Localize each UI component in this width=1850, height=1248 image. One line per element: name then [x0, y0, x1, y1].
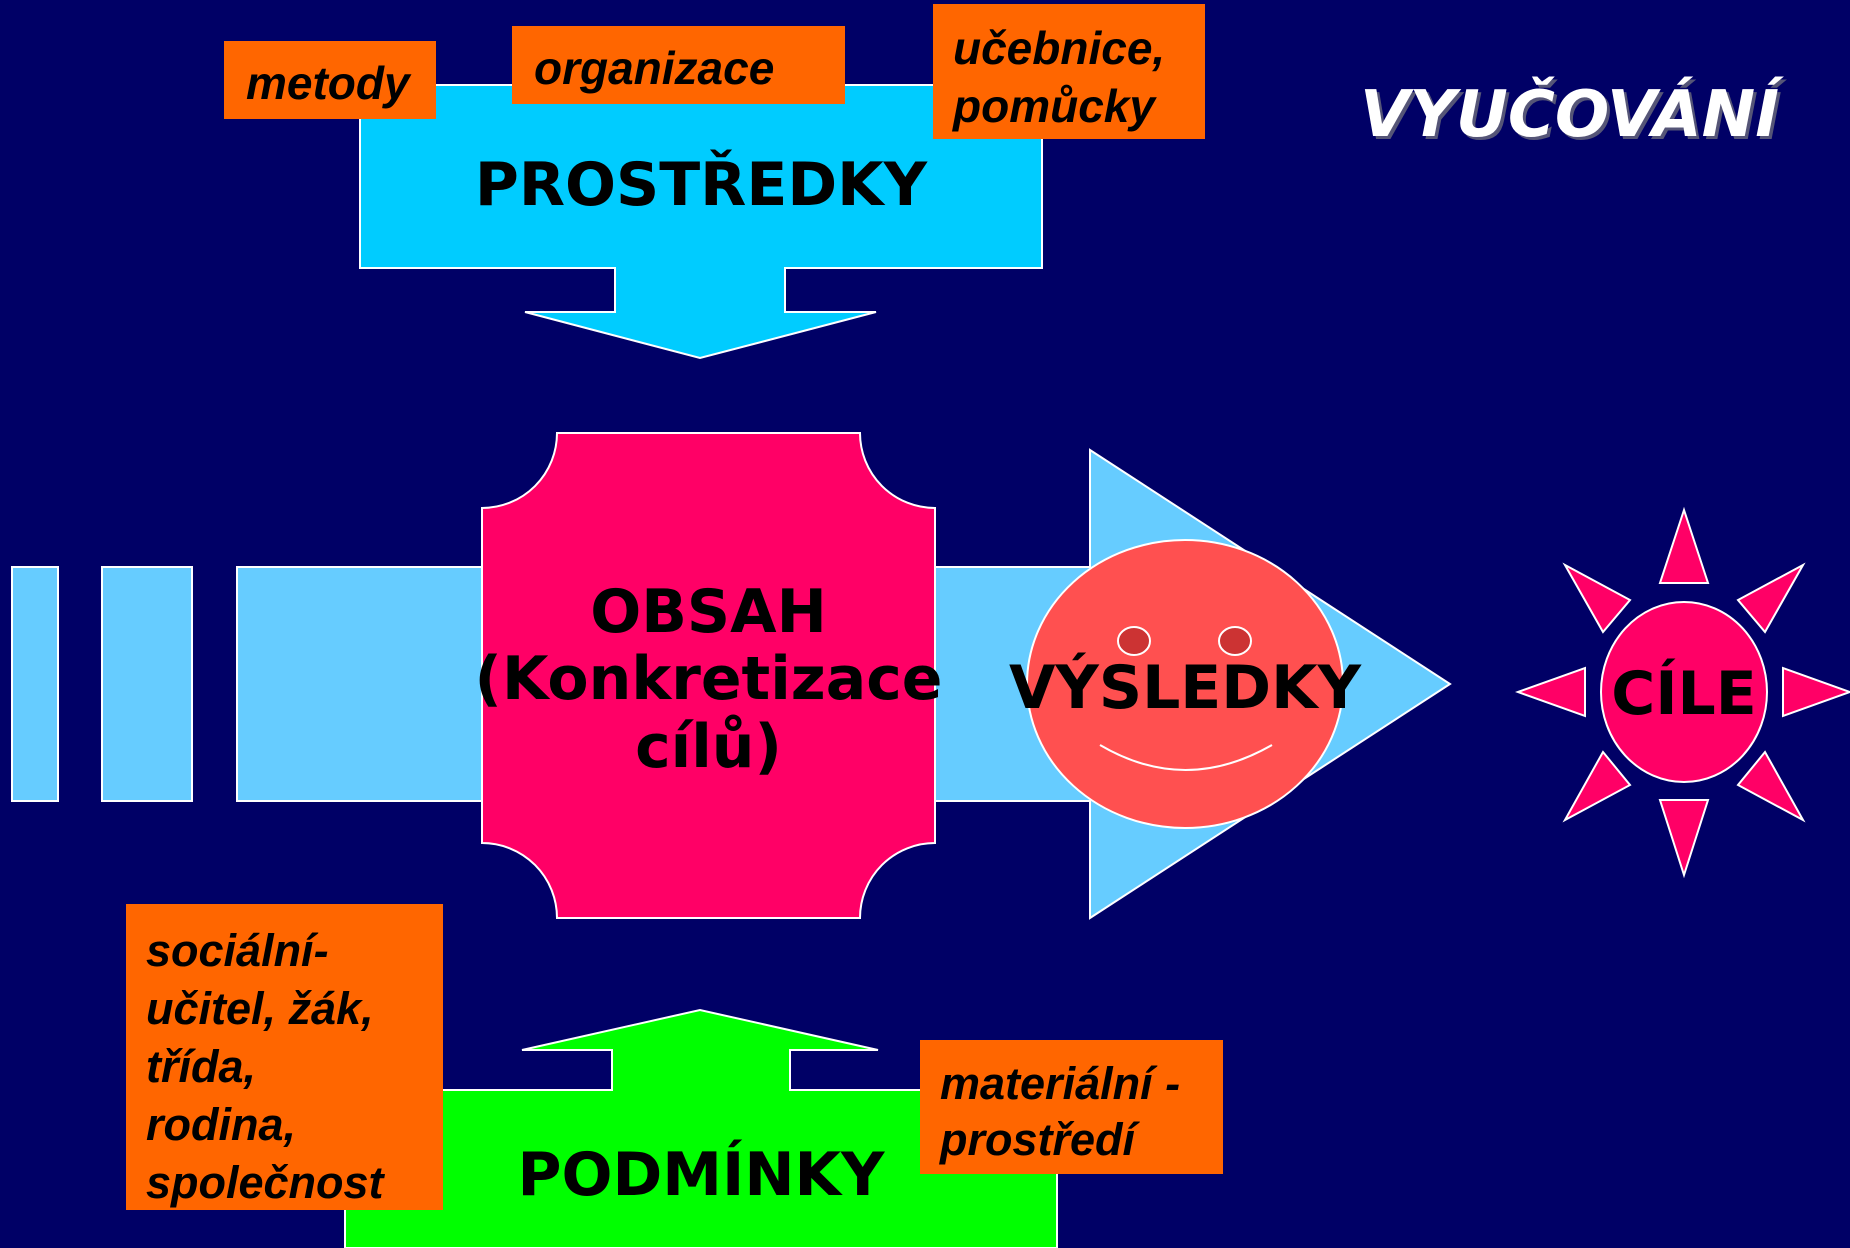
sun-core	[1600, 601, 1768, 783]
face-smile	[1099, 744, 1273, 771]
face-eye-right	[1218, 626, 1252, 656]
tag-methods: metody	[224, 41, 436, 119]
tag-social: sociální- učitel, žák, třída, rodina, sp…	[126, 904, 443, 1210]
results-label: VÝSLEDKY	[1008, 652, 1362, 723]
tag-textbooks-aids: učebnice, pomůcky	[933, 4, 1205, 139]
sun-ray-left	[1515, 666, 1586, 718]
means-label: PROSTŘEDKY	[474, 149, 928, 220]
sun-ray-top	[1658, 506, 1710, 584]
goals-label: CÍLE	[1611, 658, 1757, 729]
sun-ray-right	[1782, 666, 1850, 718]
sun-ray-top-right	[1736, 562, 1806, 634]
sun-ray-bottom-left	[1562, 750, 1632, 823]
conditions-label: PODMÍNKY	[517, 1139, 885, 1210]
content-label: OBSAH (Konkretizace cílů)	[474, 577, 943, 782]
means-shape	[359, 84, 1043, 360]
flow-segment-2	[101, 566, 193, 802]
content-plaque	[481, 432, 936, 919]
goals-sun	[1515, 506, 1850, 879]
sun-ray-bottom	[1658, 799, 1710, 879]
face-circle	[1026, 539, 1344, 829]
results-face	[1026, 539, 1344, 829]
flow-segment-3	[236, 566, 488, 802]
face-eye-left	[1117, 626, 1151, 656]
diagram-title: VYUČOVÁNÍ	[1360, 78, 1780, 152]
tag-organization: organizace	[512, 26, 845, 104]
sun-ray-top-left	[1562, 562, 1632, 634]
flow-segment-1	[11, 566, 59, 802]
sun-ray-bottom-right	[1736, 750, 1806, 823]
tag-material: materiální - prostředí	[920, 1040, 1223, 1174]
